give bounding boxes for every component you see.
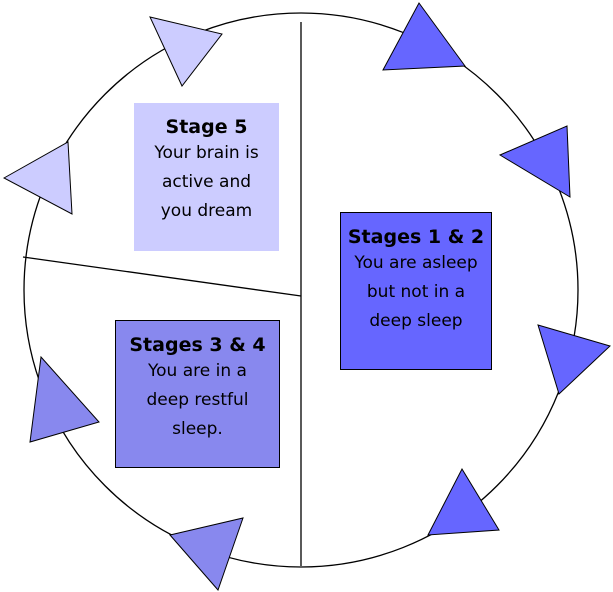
stage5-line-3: you dream xyxy=(160,201,253,221)
divider-diagonal xyxy=(22,256,302,297)
stage12-title: Stages 1 & 2 xyxy=(347,226,485,248)
stage5-line-1: Your brain is xyxy=(154,143,259,163)
arrow-left-upper xyxy=(2,141,73,215)
arrow-top-right xyxy=(382,2,466,71)
stage5-box: Stage 5 Your brain is active and you dre… xyxy=(134,103,279,251)
arrow-right-upper xyxy=(498,125,571,198)
arrow-left-lower xyxy=(29,355,100,443)
arrow-top-left xyxy=(149,16,223,87)
stage34-box: Stages 3 & 4 You are in a deep restful s… xyxy=(115,320,280,468)
cycle-circle xyxy=(23,12,579,568)
arrow-bottom-right xyxy=(427,467,500,536)
stage5-line-2: active and xyxy=(161,172,252,192)
stage34-line-3: sleep. xyxy=(172,419,223,439)
stage5-title: Stage 5 xyxy=(165,116,248,138)
stage12-box: Stages 1 & 2 You are asleep but not in a… xyxy=(340,212,492,370)
stage12-line-2: but not in a xyxy=(366,282,466,302)
stage12-line-1: You are asleep xyxy=(354,253,478,273)
stage34-line-1: You are in a xyxy=(148,361,247,381)
arrow-right-lower xyxy=(537,324,611,395)
stage34-line-2: deep restful xyxy=(146,390,249,410)
arrow-bottom-left xyxy=(169,517,244,591)
stage34-title: Stages 3 & 4 xyxy=(129,334,266,356)
stage12-line-3: deep sleep xyxy=(369,311,463,331)
